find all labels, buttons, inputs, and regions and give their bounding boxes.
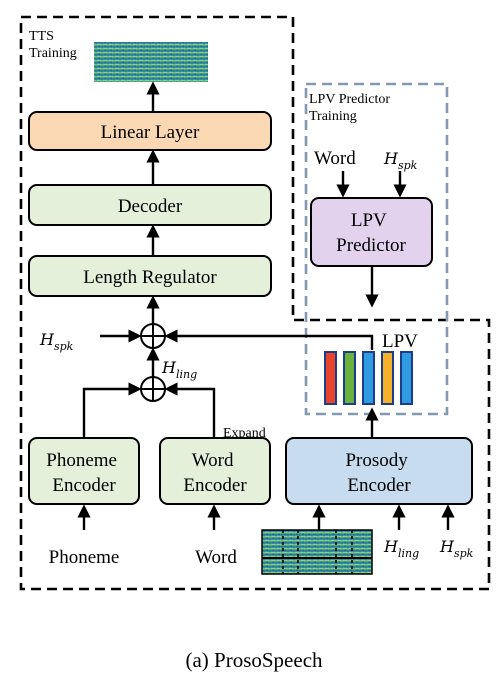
- lpv-vector-bar: [362, 351, 375, 405]
- length-regulator-label: Length Regulator: [83, 267, 217, 288]
- lpv-vector-bar: [381, 351, 394, 405]
- tts-training-label: TTS Training: [29, 29, 77, 61]
- phoneme-encoder-box: [28, 437, 140, 505]
- phoneme-encoder-label: Phoneme Encoder: [46, 450, 121, 496]
- lpv-predictor-label: LPV Predictor: [336, 210, 406, 256]
- decoder-label: Decoder: [118, 196, 183, 217]
- h-ling-label: Hling: [161, 358, 197, 381]
- linear-layer-label: Linear Layer: [101, 122, 200, 143]
- lpv-label: LPV: [382, 331, 418, 352]
- arrow-lpv-to-sum: [164, 329, 374, 350]
- phoneme-input-label: Phoneme: [49, 547, 120, 568]
- lpv-vector-bar: [324, 351, 337, 405]
- sum-node-bottom: [140, 376, 166, 402]
- h-spk-left-label: Hspk: [39, 330, 74, 353]
- lpv-predictor-training-region: [304, 82, 449, 416]
- arrow-word-enc-to-sum: [164, 382, 216, 437]
- word-encoder-label: Word Encoder: [183, 450, 247, 496]
- h-spk-lpv-label: Hspk: [383, 149, 418, 172]
- prosody-encoder-box: [285, 437, 473, 505]
- lpv-vectors: [324, 351, 413, 405]
- h-spk-prosody-label: Hspk: [439, 537, 474, 560]
- lpv-vector-bar: [400, 351, 413, 405]
- word-lpv-input-label: Word: [314, 148, 356, 169]
- figure-caption: (a) ProsoSpeech: [185, 648, 323, 672]
- input-spectrogram: [261, 529, 373, 575]
- lpv-vector-bar: [343, 351, 356, 405]
- tts-training-region: [19, 15, 491, 591]
- output-spectrogram: [94, 42, 208, 82]
- prosody-encoder-label: Prosody Encoder: [345, 450, 412, 496]
- word-input-label: Word: [195, 547, 237, 568]
- lpv-predictor-training-label: LPV Predictor Training: [309, 92, 394, 124]
- word-encoder-box: [159, 437, 271, 505]
- sum-node-top: [140, 323, 166, 349]
- arrow-phoneme-enc-to-sum: [82, 382, 142, 437]
- h-ling-prosody-label: Hling: [383, 537, 419, 560]
